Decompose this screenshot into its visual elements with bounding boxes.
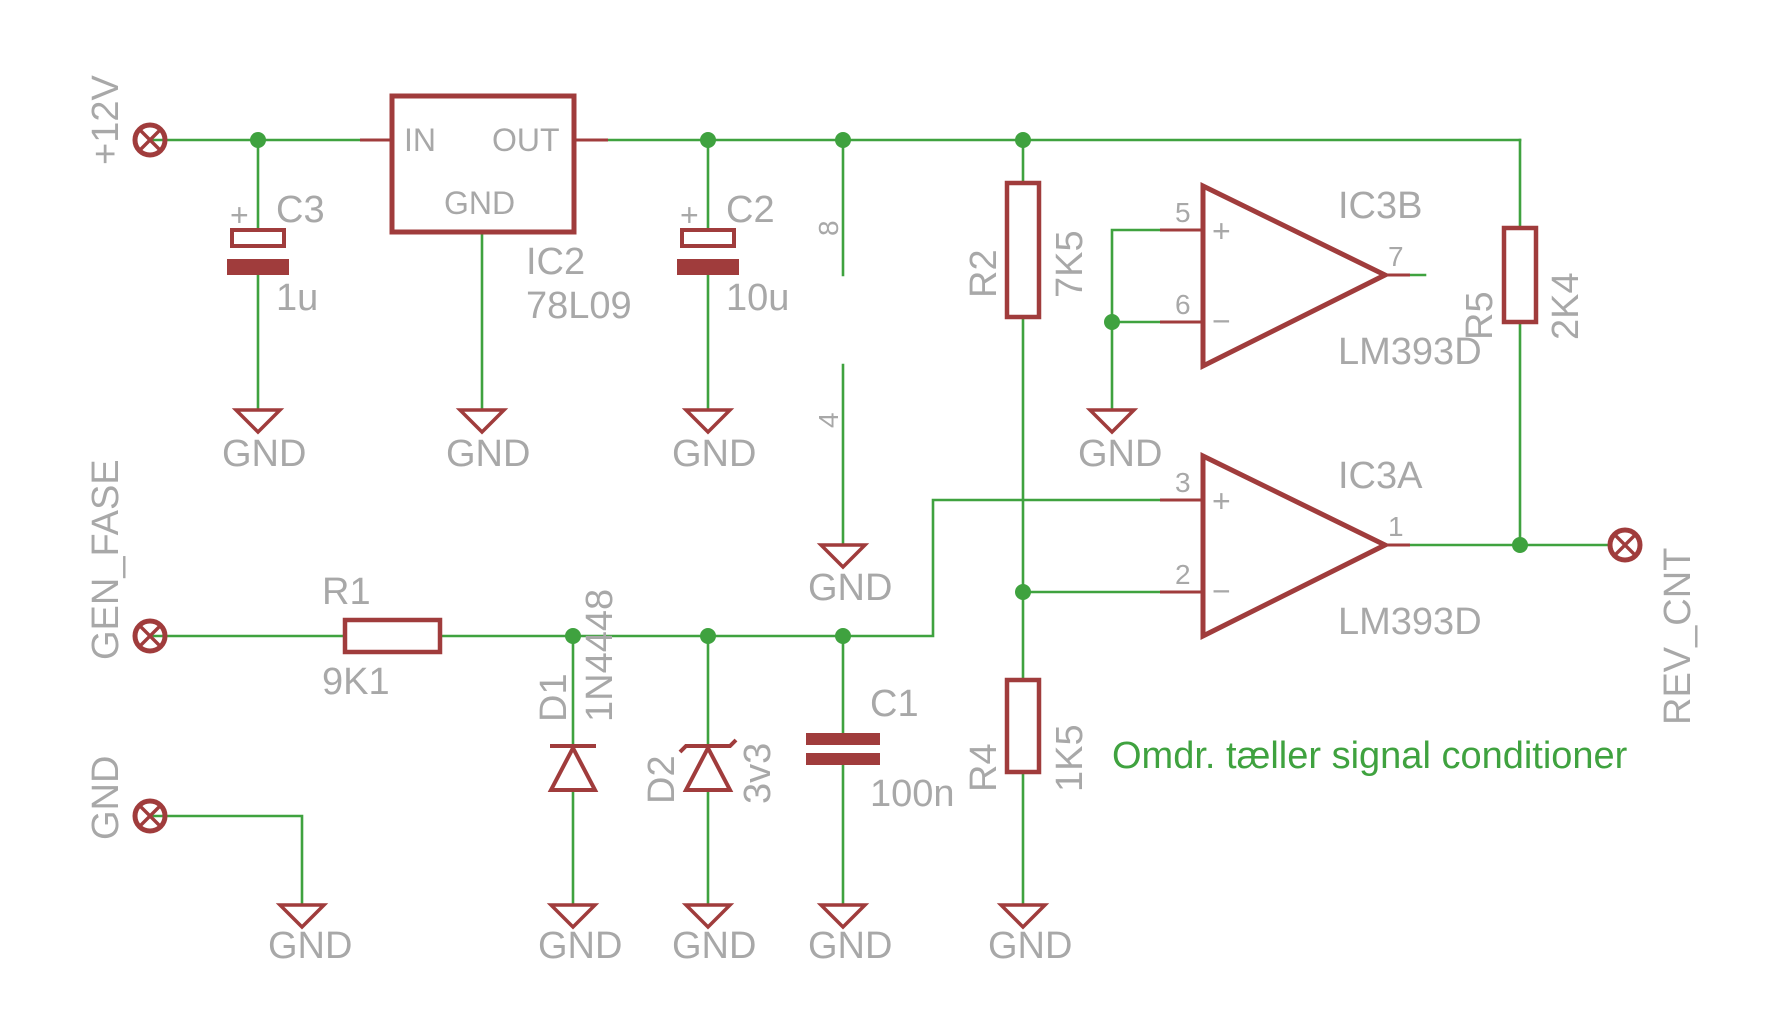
gnd-input-label: GND [268,925,352,967]
port-gen-fase-label: GEN_FASE [85,459,127,660]
ic3b-value: LM393D [1338,331,1482,373]
ic3b-plus-sign: + [1212,213,1231,249]
ic3b-pin-out: 7 [1388,241,1404,272]
ic3a-pin-minus: 2 [1175,559,1191,590]
regulator-pin-gnd: GND [444,185,515,221]
gnd-c1-label: GND [808,925,892,967]
c2-value: 10u [726,277,789,319]
gnd-d1: GND [538,903,622,967]
resistor-r1: R1 9K1 [322,571,443,703]
comparator-ic3b: + − 5 6 7 IC3B LM393D [1160,181,1482,373]
gnd-r4-label: GND [988,925,1072,967]
regulator-pin-out: OUT [492,122,560,158]
ic3b-pin-minus: 6 [1175,289,1191,320]
regulator-value: 78L09 [526,285,632,327]
regulator-pin-in: IN [404,122,436,158]
c2-name: C2 [726,189,775,231]
c1-name: C1 [870,683,919,725]
resistor-r5: R5 2K4 [1459,225,1587,340]
ic3a-pin-plus: 3 [1175,467,1191,498]
c3-name: C3 [276,189,325,231]
ic3a-value: LM393D [1338,601,1482,643]
r4-name: R4 [963,743,1005,792]
gnd-input: GND [268,903,352,967]
comparator-ic3a: + − 3 2 1 IC3A LM393D [1160,451,1482,643]
d1-value: 1N4448 [579,589,621,722]
d1-name: D1 [533,673,575,722]
ic3a-minus-sign: − [1212,573,1231,609]
port-gen-fase: GEN_FASE [85,459,168,660]
gnd-c1: GND [808,903,892,967]
d2-name: D2 [641,755,683,804]
d2-value: 3v3 [737,743,779,804]
port-gnd-label: GND [85,756,127,840]
gnd-c2-label: GND [672,433,756,475]
gnd-supply: GND [808,543,892,609]
c3-value: 1u [276,277,318,319]
port-rev-cnt: REV_CNT [1607,527,1699,725]
gnd-d1-label: GND [538,925,622,967]
r5-value: 2K4 [1545,272,1587,340]
schematic-note: Omdr. tæller signal conditioner [1112,735,1628,777]
port-rev-cnt-label: REV_CNT [1657,548,1699,725]
port-12v: +12V [85,75,168,165]
ground-symbols: GND GND GND GND GND GND GND GND [222,408,1162,967]
port-12v-label: +12V [85,75,127,165]
diode-d1: D1 1N4448 [533,589,621,792]
ic3a-name: IC3A [1338,455,1423,497]
r2-name: R2 [963,249,1005,298]
c2-polarity: + [680,197,699,233]
c1-value: 100n [870,773,955,815]
junctions [250,132,1528,644]
c3-polarity: + [230,197,249,233]
diode-d2: D2 3v3 [641,738,779,804]
gnd-c3: GND [222,408,306,475]
supply-pin-gnd: 4 [813,412,844,428]
gnd-r4: GND [988,903,1072,967]
r1-name: R1 [322,571,371,613]
gnd-ic3b: GND [1078,408,1162,475]
gnd-d2: GND [672,903,756,967]
gnd-ic3b-label: GND [1078,433,1162,475]
r5-name: R5 [1459,291,1501,340]
ic3b-pin-plus: 5 [1175,197,1191,228]
ic3a-pin-out: 1 [1388,511,1404,542]
gnd-c2: GND [672,408,756,475]
regulator-name: IC2 [526,241,585,283]
resistor-r4: R4 1K5 [963,677,1091,792]
r4-value: 1K5 [1049,724,1091,792]
capacitor-c2: + C2 10u [677,189,789,319]
capacitor-c1: C1 100n [806,683,955,815]
supply-pin-vcc: 8 [813,220,844,236]
ic3b-minus-sign: − [1212,303,1231,339]
gnd-ic2: GND [446,408,530,475]
port-gnd: GND [85,756,168,840]
wires [148,138,1612,907]
gnd-supply-label: GND [808,567,892,609]
gnd-ic2-label: GND [446,433,530,475]
resistor-r2: R2 7K5 [963,180,1091,320]
ic3b-name: IC3B [1338,185,1422,227]
ic3a-plus-sign: + [1212,483,1231,519]
r1-value: 9K1 [322,661,390,703]
capacitor-c3: + C3 1u [227,189,325,319]
r2-value: 7K5 [1049,230,1091,298]
gnd-d2-label: GND [672,925,756,967]
regulator-ic2: IN OUT GND IC2 78L09 [360,93,632,327]
gnd-c3-label: GND [222,433,306,475]
